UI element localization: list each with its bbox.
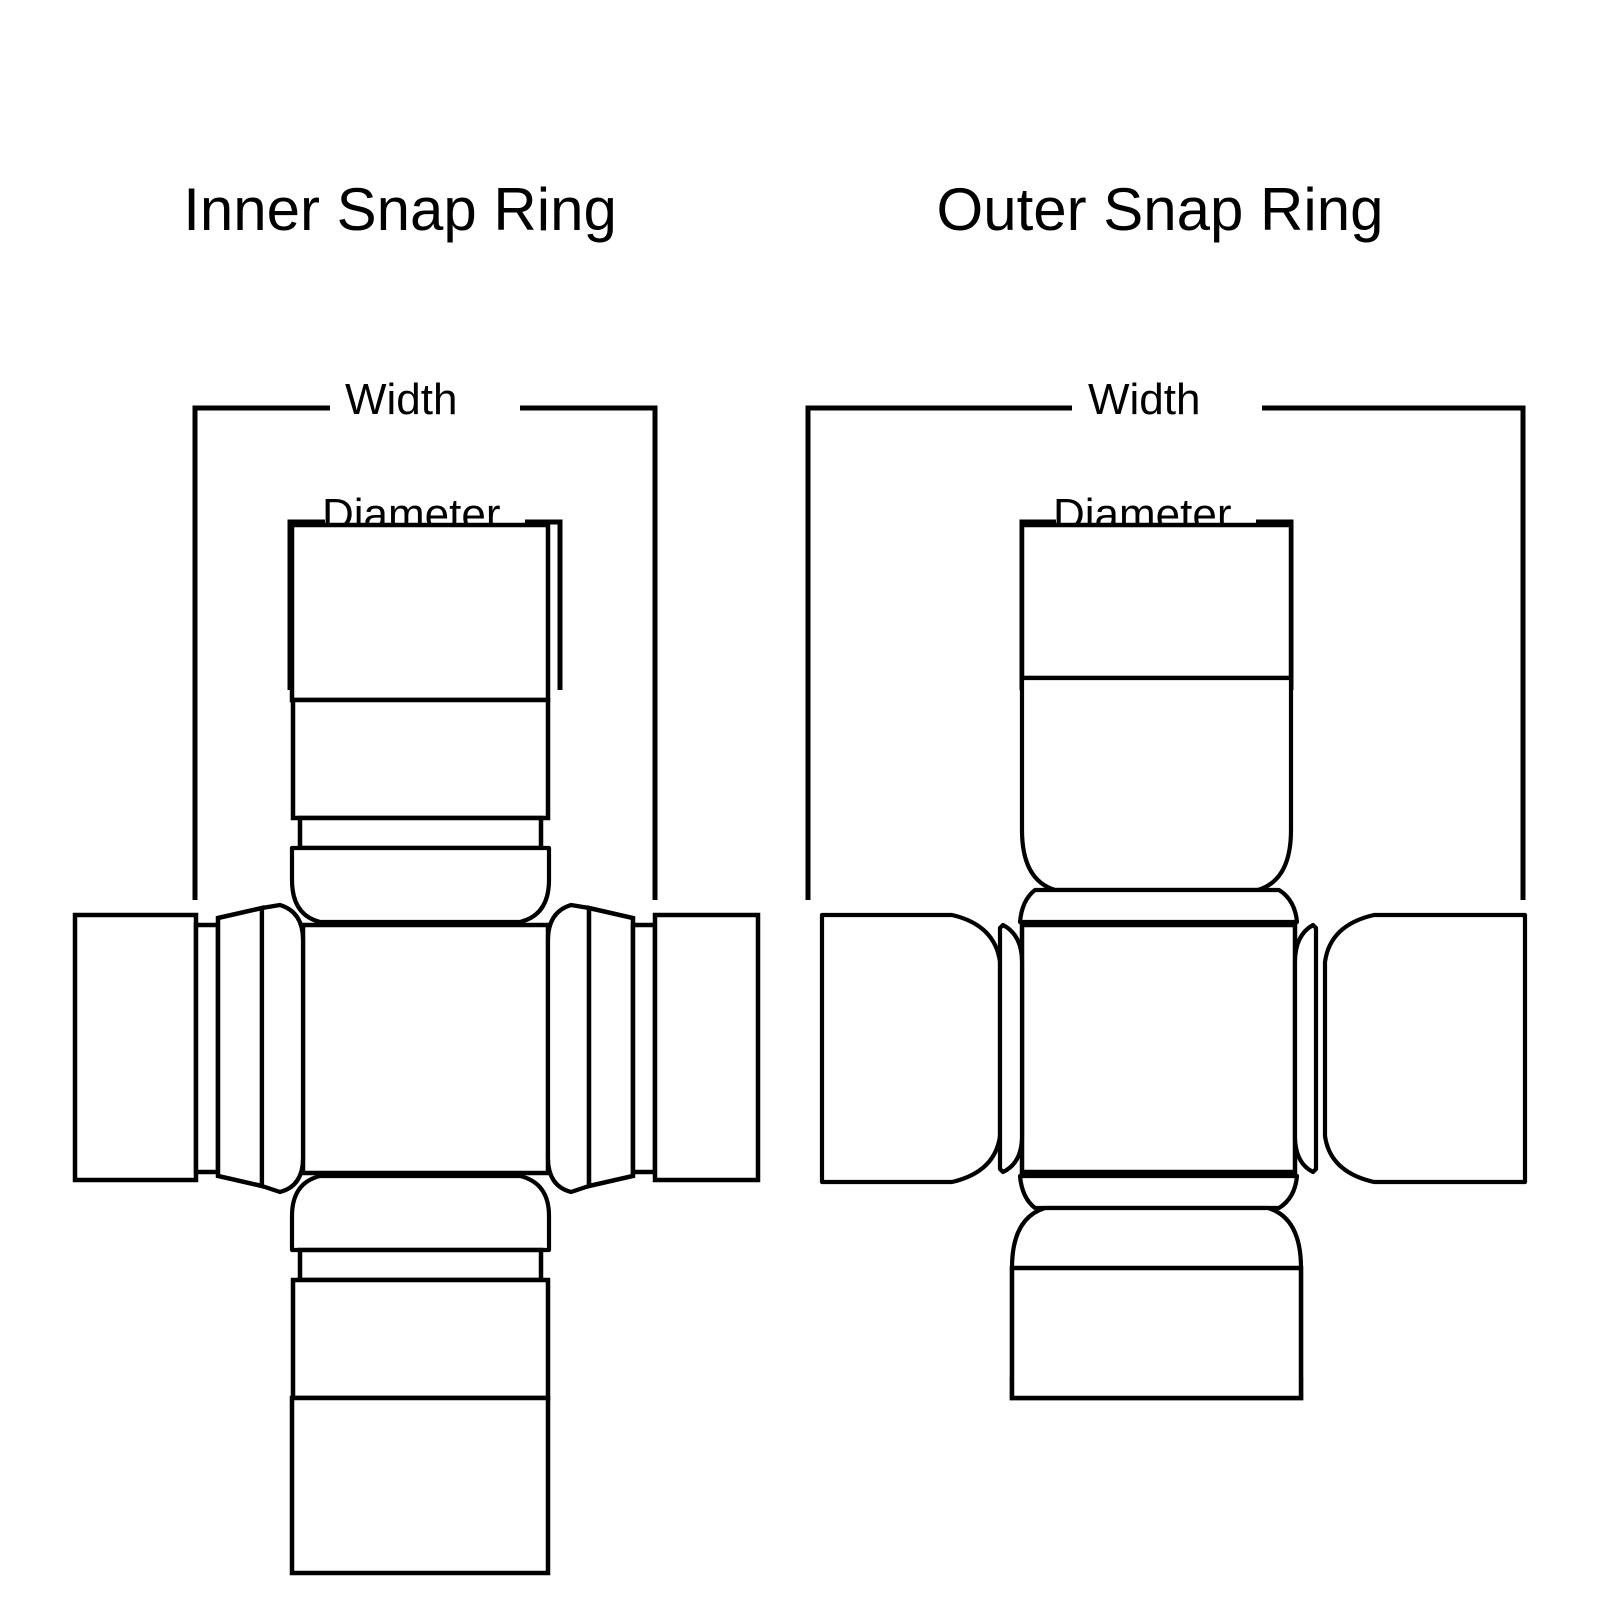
outer-left-bearing-cap — [819, 912, 1025, 1185]
outer-right-bearing-cap — [1292, 912, 1528, 1185]
outer-width-dimension-bracket — [805, 405, 1526, 900]
dimension-label-outer-width: Width — [1078, 378, 1211, 422]
dimension-label-outer-diameter: Diameter — [1043, 493, 1242, 537]
dimension-label-inner-width: Width — [335, 378, 468, 422]
panel-title-outer-snap-ring: Outer Snap Ring — [936, 176, 1384, 243]
outer-bottom-bearing-cap — [1009, 1173, 1304, 1401]
outer-top-bearing-cap — [1017, 522, 1300, 925]
dimension-label-inner-diameter: Diameter — [312, 493, 511, 537]
panel-title-inner-snap-ring: Inner Snap Ring — [183, 176, 617, 243]
outer-cross-body — [1019, 922, 1298, 1175]
outer-diameter-dimension-bracket — [1019, 519, 1294, 690]
